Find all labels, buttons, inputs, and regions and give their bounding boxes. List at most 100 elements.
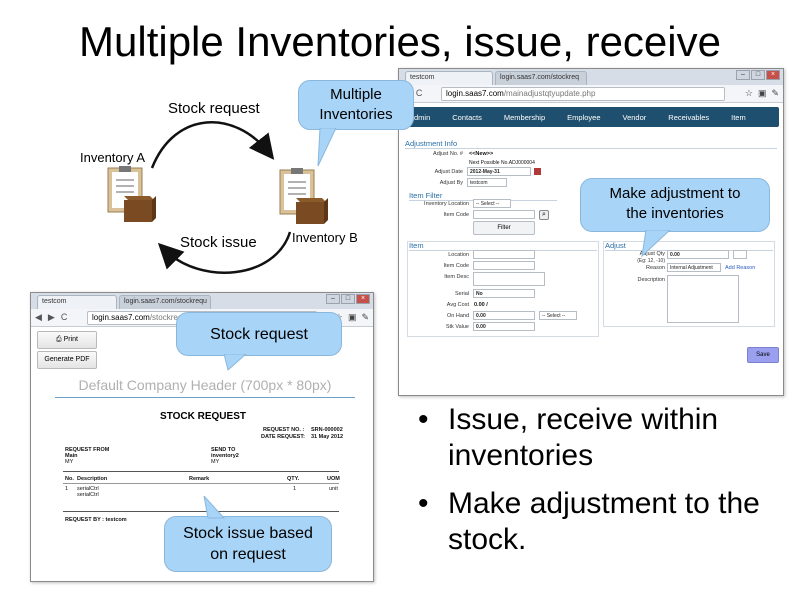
- reload-icon[interactable]: C: [415, 88, 423, 98]
- send-to-label: SEND TO: [211, 447, 236, 453]
- toolbar-icons: ☆ ▣ ✎: [745, 88, 779, 99]
- stock-request-arrow: [150, 121, 275, 169]
- window-controls: – □ ×: [736, 70, 780, 80]
- reason-select[interactable]: Internal Adjustment: [667, 263, 721, 272]
- adjust-qty-hint: (Eg: 12, -10): [637, 258, 665, 264]
- nav-item[interactable]: Item: [731, 112, 746, 122]
- adjust-date-input[interactable]: 2012-May-31: [467, 167, 531, 176]
- item-code2-input[interactable]: [473, 261, 535, 270]
- row-no: 1: [65, 486, 69, 492]
- request-by: REQUEST BY : testcom: [65, 517, 127, 523]
- window-controls-2: – □ ×: [326, 294, 370, 304]
- inventory-location-label: Inventory Location: [424, 201, 469, 207]
- callout-multiple-inventories: Multiple Inventories: [298, 80, 414, 130]
- search-icon[interactable]: ⌕: [539, 210, 549, 220]
- send-to-line2: MY: [211, 459, 220, 465]
- item-code2-label: Item Code: [443, 263, 469, 269]
- adjustment-browser-window: testcom login.saas7.com/stockreq – □ × ◀…: [398, 68, 784, 396]
- stk-value-value: 0.00: [473, 322, 535, 331]
- tab-stockreq[interactable]: login.saas7.com/stockreq: [495, 71, 587, 85]
- col-qty: QTY.: [287, 476, 300, 482]
- callout-stock-request: Stock request: [176, 312, 342, 356]
- adjust-by-label: Adjust By: [439, 180, 463, 186]
- location-input[interactable]: [473, 250, 535, 259]
- callout-stock-issue: Stock issue based on request: [164, 516, 332, 572]
- callout-pointer-1: [317, 128, 337, 167]
- nav-icons-2: ◀ ▶ C: [35, 312, 67, 323]
- adjust-qty-label: Adjust Qty: [639, 251, 665, 257]
- address-bar: ◀ C login.saas7.com/mainadjustqtyupdate.…: [399, 85, 783, 103]
- star-icon[interactable]: ☆: [744, 88, 753, 98]
- nav-receivables[interactable]: Receivables: [668, 112, 710, 122]
- request-no-label: REQUEST NO. :: [263, 427, 305, 433]
- print-button[interactable]: ⎙ Print: [37, 331, 97, 349]
- col-no: No.: [65, 476, 74, 482]
- calendar-icon[interactable]: [534, 168, 541, 175]
- request-from-line1: Main: [65, 453, 78, 459]
- wrench-icon-2[interactable]: ✎: [361, 312, 369, 322]
- adjust-date-label: Adjust Date: [434, 169, 463, 175]
- close-button[interactable]: ×: [766, 70, 780, 80]
- description-textarea[interactable]: [667, 275, 739, 323]
- date-request-value: 31 May 2012: [311, 434, 344, 440]
- adjust-uom-select[interactable]: [733, 250, 747, 259]
- tab-stockrequ[interactable]: login.saas7.com/stockrequ: [119, 295, 211, 309]
- minimize-button[interactable]: –: [736, 70, 750, 80]
- item-code-input[interactable]: [473, 210, 535, 219]
- description-label: Description: [637, 277, 665, 283]
- nav-membership[interactable]: Membership: [503, 112, 546, 122]
- extension-icon[interactable]: ▣: [757, 88, 767, 98]
- row-qty: 1: [293, 486, 297, 492]
- send-to-line1: inventory2: [211, 453, 239, 459]
- stock-issue-arrow: [157, 231, 292, 274]
- serial-value: No: [473, 289, 535, 298]
- item-desc-textarea[interactable]: [473, 272, 545, 286]
- table-top-rule: [63, 471, 339, 472]
- bullet-item: •Issue, receive within inventories: [418, 403, 719, 472]
- back-icon-2[interactable]: ◀: [35, 312, 42, 322]
- tab-testcom[interactable]: testcom: [405, 71, 493, 85]
- generate-pdf-button[interactable]: Generate PDF: [37, 351, 97, 369]
- avg-cost-label: Avg Cost: [446, 302, 469, 308]
- maximize-button[interactable]: □: [751, 70, 765, 80]
- callout-pointer-3: [224, 354, 247, 371]
- nav-contacts[interactable]: Contacts: [452, 112, 482, 122]
- url-input[interactable]: login.saas7.com/mainadjustqtyupdate.php: [441, 87, 725, 101]
- inventory-location-select[interactable]: -- Select --: [473, 199, 511, 208]
- on-hand-uom-select[interactable]: -- Select --: [539, 311, 577, 320]
- maximize-button-2[interactable]: □: [341, 294, 355, 304]
- adjust-by-select[interactable]: testcom: [467, 178, 507, 187]
- forward-icon-2[interactable]: ▶: [47, 312, 55, 322]
- date-request-label: DATE REQUEST:: [261, 434, 305, 440]
- add-reason-link[interactable]: Add Reason: [725, 265, 756, 271]
- item-code-label: Item Code: [443, 212, 469, 218]
- col-description: Description: [77, 476, 108, 482]
- col-uom: UOM: [327, 476, 340, 482]
- extension-icon-2[interactable]: ▣: [347, 312, 357, 322]
- adjust-qty-input[interactable]: 0.00: [667, 250, 729, 259]
- nav-vendor[interactable]: Vendor: [622, 112, 647, 122]
- inventory-a-icon: [107, 166, 156, 222]
- slide-title: Multiple Inventories, issue, receive: [79, 18, 721, 65]
- app-nav-menu: Admin Contacts Membership Employee Vendo…: [403, 107, 779, 127]
- nav-admin[interactable]: Admin: [409, 112, 431, 122]
- location-label: Location: [448, 252, 469, 258]
- wrench-icon[interactable]: ✎: [771, 88, 779, 98]
- col-remark: Remark: [189, 476, 210, 482]
- nav-employee[interactable]: Employee: [567, 112, 601, 122]
- reason-label: Reason: [646, 265, 665, 271]
- adjust-panel: [603, 241, 775, 327]
- row-uom: unit: [329, 486, 338, 492]
- tab-testcom-2[interactable]: testcom: [37, 295, 117, 309]
- item-desc-label: Item Desc: [444, 274, 469, 280]
- on-hand-label: On Hand: [446, 313, 469, 319]
- close-button-2[interactable]: ×: [356, 294, 370, 304]
- avg-cost-value: 0.00 /: [474, 302, 488, 308]
- minimize-button-2[interactable]: –: [326, 294, 340, 304]
- reload-icon-2[interactable]: C: [60, 312, 68, 322]
- inventory-b-label: Inventory B: [292, 230, 358, 245]
- save-button[interactable]: Save: [747, 347, 779, 363]
- filter-button[interactable]: Filter: [473, 221, 535, 235]
- serial-label: Serial: [454, 291, 469, 297]
- callout-pointer-4: [203, 496, 226, 519]
